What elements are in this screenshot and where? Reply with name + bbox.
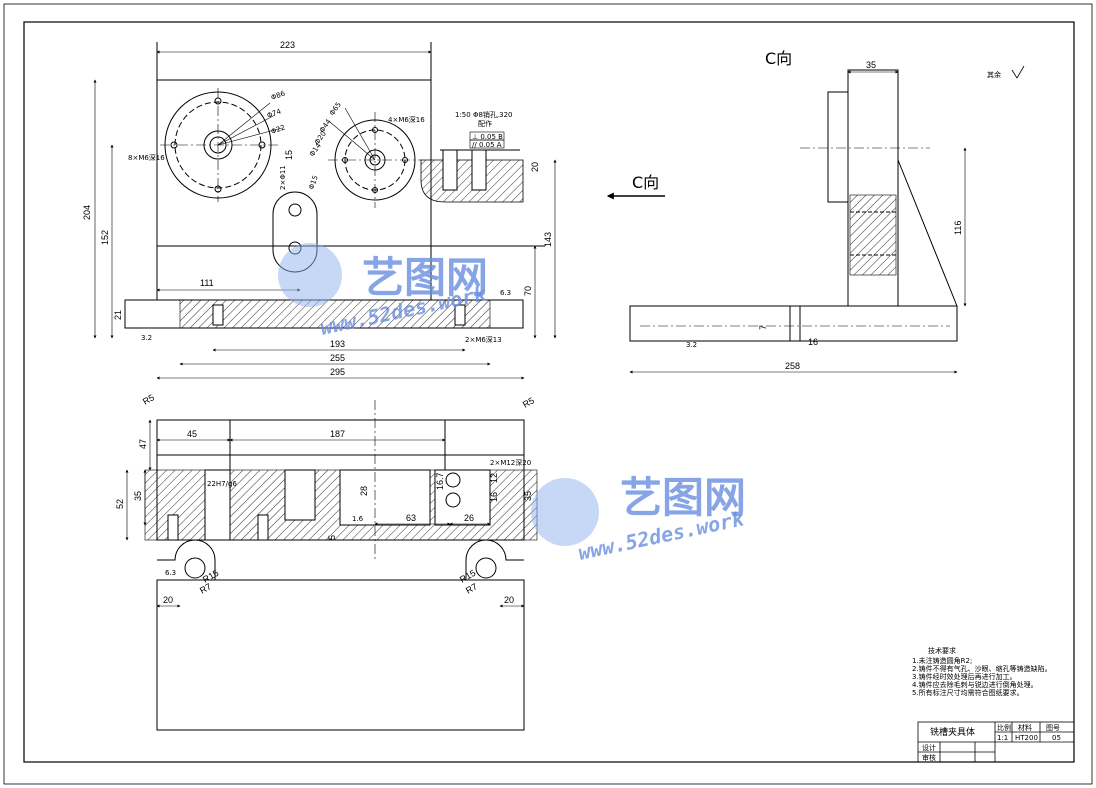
dim-204: 204: [82, 205, 92, 220]
circle-15: Φ15: [307, 174, 319, 190]
scale-label: 比例: [997, 723, 1011, 732]
ra-3-2: 3.2: [141, 334, 152, 342]
radius-r5-right: R5: [521, 395, 536, 409]
dim-187: 187: [330, 429, 345, 439]
ra-3-2-side: 3.2: [686, 341, 697, 349]
right-thread-label: 2×M12深20: [490, 458, 531, 467]
material-label: 材料: [1018, 723, 1032, 732]
dim-15: 15: [284, 150, 294, 160]
radius-r15-left: R15: [201, 568, 220, 585]
part-name: 铣槽夹具体: [930, 726, 975, 738]
dim-35-top: 35: [866, 60, 876, 70]
dim-255: 255: [330, 353, 345, 363]
tech-req-item: 3.铸件经时效处理后再进行加工。: [912, 672, 1017, 681]
rough-other-label: 其余: [987, 70, 1001, 79]
technical-requirements: 技术要求 1.未注铸造圆角R2; 2.铸件不得有气孔、沙眼、缩孔等铸造缺陷。 3…: [912, 646, 1052, 697]
dim-16-7: 16.7: [435, 472, 445, 490]
m6-bottom-label: 2×M6深13: [465, 335, 502, 344]
pin-note: 配作: [478, 119, 492, 128]
checker-label: 审核: [922, 753, 936, 762]
top-view: [124, 42, 545, 329]
watermark-brand: 艺图网: [362, 253, 488, 302]
holes-8-label: 8×M6深16: [128, 153, 165, 162]
dim-7: 7: [758, 325, 768, 330]
tolerance-1: ⊥ 0.05 B: [472, 133, 503, 141]
circle-86: Φ86: [270, 89, 287, 102]
dim-26: 26: [464, 513, 474, 523]
dim-21: 21: [113, 310, 123, 320]
dim-52: 52: [115, 499, 125, 509]
dimension-lines: [93, 50, 967, 608]
material-value: HT200: [1015, 734, 1038, 742]
dim-28: 28: [359, 486, 369, 496]
drawing-no-label: 图号: [1046, 724, 1060, 732]
tech-req-item: 5.所有标注尺寸均需符合图纸要求。: [912, 688, 1024, 697]
dim-63: 63: [406, 513, 416, 523]
bottom-view: [156, 539, 525, 731]
title-block: [917, 721, 1075, 763]
roughness-symbol: [1011, 65, 1025, 79]
front-section-view: [144, 400, 538, 560]
ra-6-3: 6.3: [165, 569, 176, 577]
circle-74: Φ74: [266, 107, 283, 120]
dim-12: 12: [489, 473, 499, 483]
designer-label: 设计: [922, 743, 936, 752]
watermark-brand: 艺图网: [620, 473, 746, 522]
radius-r5-left: R5: [141, 392, 156, 406]
dim-20b: 20: [530, 162, 540, 172]
drawing-border-inner: [23, 21, 1075, 763]
dim-16: 16: [808, 337, 818, 347]
side-view: [629, 69, 958, 342]
slot-label: 2×Φ11: [279, 165, 287, 190]
dim-143: 143: [543, 232, 553, 247]
dim-47: 47: [138, 439, 148, 449]
watermark-2: 艺图网 www.52des.work: [531, 473, 747, 565]
tolerance-2: // 0.05 A: [472, 141, 502, 149]
fit-label: 22H7/g6: [207, 480, 237, 488]
circle-65: Φ65: [328, 101, 343, 117]
thread-label: 4×M6深16: [388, 115, 425, 124]
tech-req-item: 2.铸件不得有气孔、沙眼、缩孔等铸造缺陷。: [912, 664, 1052, 673]
dim-223: 223: [280, 40, 295, 50]
dim-111: 111: [200, 278, 214, 288]
dim-20-left: 20: [163, 595, 173, 605]
tolerance-frames: [469, 131, 505, 149]
dim-258: 258: [785, 361, 800, 371]
dim-193: 193: [330, 339, 345, 349]
radius-r7-left: R7: [198, 581, 213, 595]
dim-116: 116: [953, 221, 963, 235]
dim-35-right: 35: [523, 491, 533, 501]
dim-70: 70: [523, 286, 533, 296]
tech-req-item: 4.铸件应去除毛刺与锐边进行倒角处理。: [912, 680, 1038, 689]
ra-6-3-top: 6.3: [500, 289, 511, 297]
scale-note: 1:50 Φ8销孔,320: [455, 110, 513, 119]
ra-1-6: 1.6: [352, 515, 364, 523]
dim-35: 35: [133, 491, 143, 501]
dim-5: 5: [327, 535, 337, 540]
drawing-border-outer: [3, 3, 1093, 785]
dim-295: 295: [330, 367, 345, 377]
c-arrow-label: C向: [632, 173, 659, 192]
c-view-title: C向: [765, 49, 792, 68]
drawing-no-value: 05: [1052, 734, 1061, 742]
scale-value: 1:1: [997, 734, 1008, 742]
dim-152: 152: [100, 230, 110, 245]
radius-r7-right: R7: [464, 581, 479, 595]
circle-22: Φ22: [270, 123, 286, 135]
tech-req-title: 技术要求: [928, 646, 956, 655]
dim-16b: 16: [489, 492, 499, 502]
tech-req-item: 1.未注铸造圆角R2;: [912, 656, 972, 665]
dim-20-right: 20: [504, 595, 514, 605]
dim-45: 45: [187, 429, 197, 439]
